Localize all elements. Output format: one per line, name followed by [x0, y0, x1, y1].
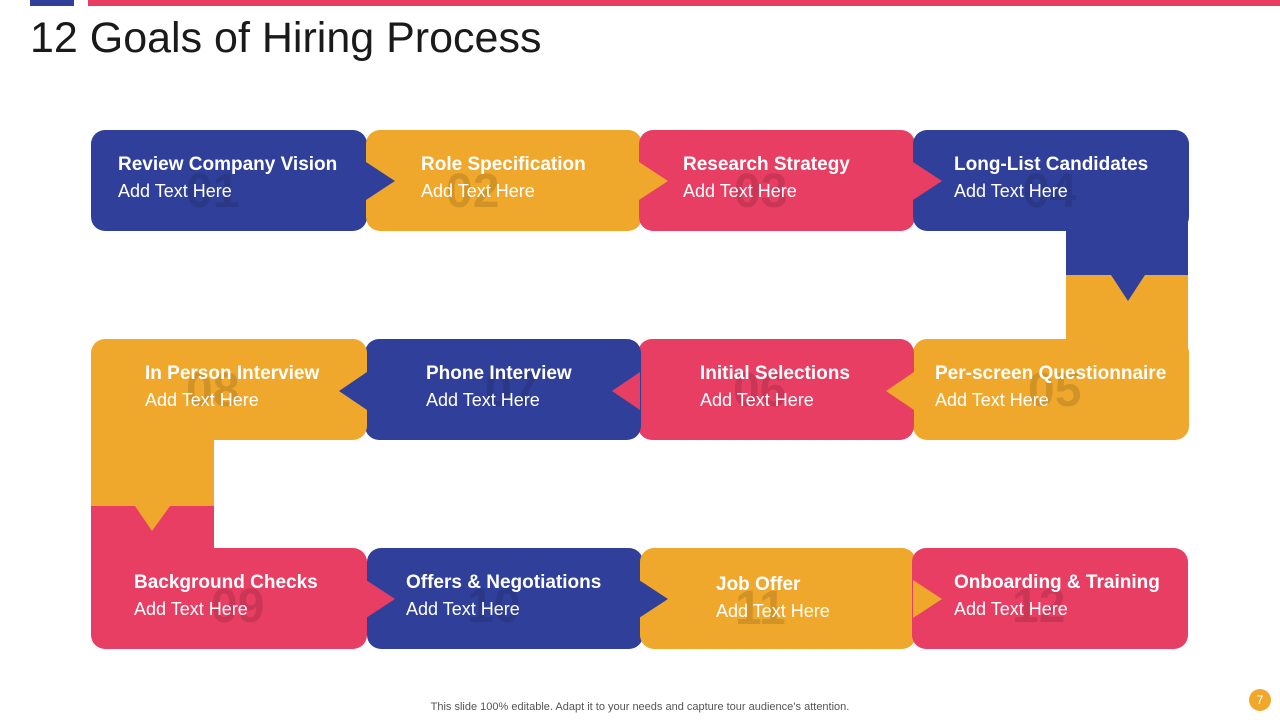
arrow-11-12 — [913, 580, 942, 618]
step-title: Job Offer — [716, 574, 801, 595]
step-number: 05 — [1028, 364, 1082, 417]
step-number: 12 — [1012, 580, 1066, 633]
step-number: 11 — [735, 582, 786, 635]
arrow-07-08 — [339, 372, 367, 410]
arrow-08-09 — [135, 506, 170, 531]
step-text: Add Text Here — [118, 181, 232, 201]
step-text: Add Text Here — [700, 390, 814, 410]
arrow-05-06 — [886, 372, 914, 410]
step-title: Phone Interview — [426, 363, 572, 384]
step-text: Add Text Here — [406, 599, 520, 619]
step-title: Initial Selections — [700, 363, 850, 384]
step-title: Research Strategy — [683, 154, 850, 175]
step-text: Add Text Here — [954, 599, 1068, 619]
step-title: Role Specification — [421, 154, 586, 175]
page-number: 7 — [1249, 689, 1271, 711]
footer-note: This slide 100% editable. Adapt it to yo… — [430, 701, 850, 713]
step-text: Add Text Here — [954, 181, 1068, 201]
step-number: 03 — [734, 165, 788, 218]
top-accent-bar-blue — [30, 0, 74, 6]
arrow-04-05 — [1111, 275, 1145, 301]
step-text: Add Text Here — [935, 390, 1049, 410]
step-number: 08 — [186, 364, 240, 417]
arrow-01-02 — [366, 162, 395, 200]
step-text: Add Text Here — [683, 181, 797, 201]
step-text: Add Text Here — [134, 599, 248, 619]
arrow-10-11 — [639, 580, 668, 618]
step-text: Add Text Here — [716, 601, 830, 621]
arrow-03-04 — [913, 162, 942, 200]
step-number: 01 — [186, 165, 240, 218]
step-text: Add Text Here — [426, 390, 540, 410]
slide-title: 12 Goals of Hiring Process — [30, 14, 542, 62]
step-title: Long-List Candidates — [954, 154, 1149, 175]
step-title: Onboarding & Training — [954, 572, 1160, 593]
step-number: 04 — [1023, 165, 1077, 218]
step-number: 07 — [485, 364, 539, 417]
step-text: Add Text Here — [145, 390, 259, 410]
step-title: In Person Interview — [145, 363, 320, 384]
step-number: 09 — [211, 580, 265, 633]
step-number: 06 — [733, 364, 787, 417]
step-title: Per-screen Questionnaire — [935, 363, 1167, 384]
step-title: Background Checks — [134, 572, 318, 593]
step-text: Add Text Here — [421, 181, 535, 201]
arrow-09-10 — [366, 580, 395, 618]
step-number: 02 — [446, 165, 500, 218]
arrow-06-07 — [612, 372, 640, 410]
step-title: Offers & Negotiations — [406, 572, 602, 593]
arrow-02-03 — [639, 162, 668, 200]
step-number: 10 — [467, 580, 521, 633]
step-title: Review Company Vision — [118, 154, 338, 175]
top-accent-bar-red — [88, 0, 1280, 6]
